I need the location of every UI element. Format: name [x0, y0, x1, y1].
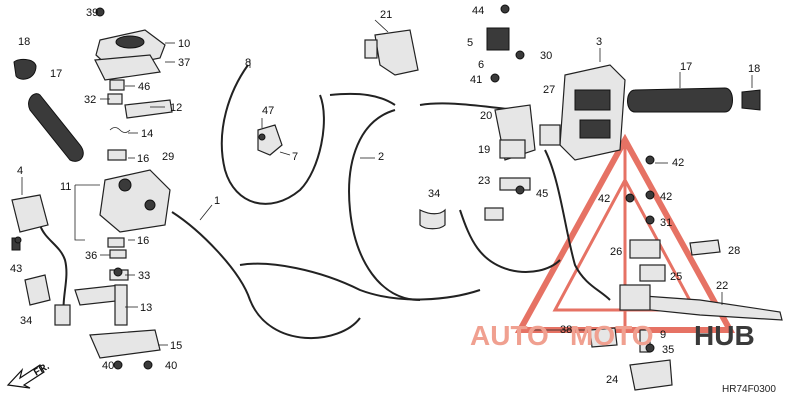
- callout-1: 1: [214, 195, 220, 207]
- callout-19: 19: [478, 144, 490, 156]
- callout-4: 4: [17, 165, 23, 177]
- callout-18b: 18: [748, 63, 760, 75]
- callout-25: 25: [670, 271, 682, 283]
- right-switch-box: [559, 64, 626, 161]
- callout-26: 26: [610, 246, 622, 258]
- callout-42c: 42: [660, 191, 672, 203]
- callout-21: 21: [380, 9, 392, 21]
- callout-24: 24: [606, 374, 618, 386]
- direction-label: FR.: [32, 361, 52, 379]
- bolts: [14, 4, 655, 370]
- callout-7: 7: [292, 151, 298, 163]
- callout-12: 12: [170, 102, 182, 114]
- callout-2: 2: [378, 151, 384, 163]
- front-direction-arrow: FR.: [6, 361, 52, 389]
- brake-lever: [589, 239, 783, 391]
- callout-23: 23: [478, 175, 490, 187]
- callout-39: 39: [86, 7, 98, 19]
- callout-5: 5: [467, 37, 473, 49]
- callout-42a: 42: [672, 157, 684, 169]
- callout-22: 22: [716, 280, 728, 292]
- left-grip: [13, 58, 84, 162]
- watermark: AUTO MOTO HUB: [470, 320, 755, 351]
- callout-40b: 40: [165, 360, 177, 372]
- left-switch-housing: [99, 149, 171, 259]
- right-grip: [627, 87, 761, 113]
- watermark-text-3: HUB: [694, 320, 755, 351]
- callout-43: 43: [10, 263, 22, 275]
- cables: [39, 64, 611, 340]
- callout-46: 46: [138, 81, 150, 93]
- callout-6: 6: [478, 59, 484, 71]
- callout-13: 13: [140, 302, 152, 314]
- callout-14: 14: [141, 128, 153, 140]
- left-switch-4: [11, 194, 71, 326]
- center-parts: [257, 27, 561, 230]
- callout-34a: 34: [20, 315, 32, 327]
- callout-18a: 18: [18, 36, 30, 48]
- callout-45: 45: [536, 188, 548, 200]
- callout-29: 29: [162, 151, 174, 163]
- callout-30: 30: [540, 50, 552, 62]
- throttle-cover: [94, 29, 173, 133]
- callout-28: 28: [728, 245, 740, 257]
- callout-16b: 16: [137, 235, 149, 247]
- callout-27: 27: [543, 84, 555, 96]
- callout-33: 33: [138, 270, 150, 282]
- callout-11: 11: [60, 181, 71, 193]
- diagram-code: HR74F0300: [722, 384, 776, 395]
- callout-15: 15: [170, 340, 182, 352]
- callout-42b: 42: [598, 193, 610, 205]
- callout-17b: 17: [680, 61, 692, 73]
- callout-8: 8: [245, 57, 251, 69]
- callout-38: 38: [560, 324, 572, 336]
- watermark-text-2: MOTO: [570, 320, 653, 351]
- callout-47: 47: [262, 105, 274, 117]
- callout-44: 44: [472, 5, 484, 17]
- callout-3: 3: [596, 36, 602, 48]
- callout-40a: 40: [102, 360, 114, 372]
- callout-10: 10: [178, 38, 190, 50]
- callout-labels: 39 10 37 46 32 12 14 16 29 16 36 33 13 1…: [10, 5, 760, 386]
- watermark-text-1: AUTO: [470, 320, 549, 351]
- callout-16a: 16: [137, 153, 149, 165]
- callout-34b: 34: [428, 188, 440, 200]
- callout-17a: 17: [50, 68, 62, 80]
- callout-20: 20: [480, 110, 492, 122]
- callout-36: 36: [85, 250, 97, 262]
- lower-left-bracket: [74, 269, 161, 359]
- callout-37: 37: [178, 57, 190, 69]
- callout-31: 31: [660, 217, 672, 229]
- leader-lines: [21, 19, 753, 346]
- callout-35: 35: [662, 344, 674, 356]
- callout-41: 41: [470, 74, 482, 86]
- callout-9: 9: [660, 329, 666, 341]
- callout-32: 32: [84, 94, 96, 106]
- relay-21: [364, 29, 419, 76]
